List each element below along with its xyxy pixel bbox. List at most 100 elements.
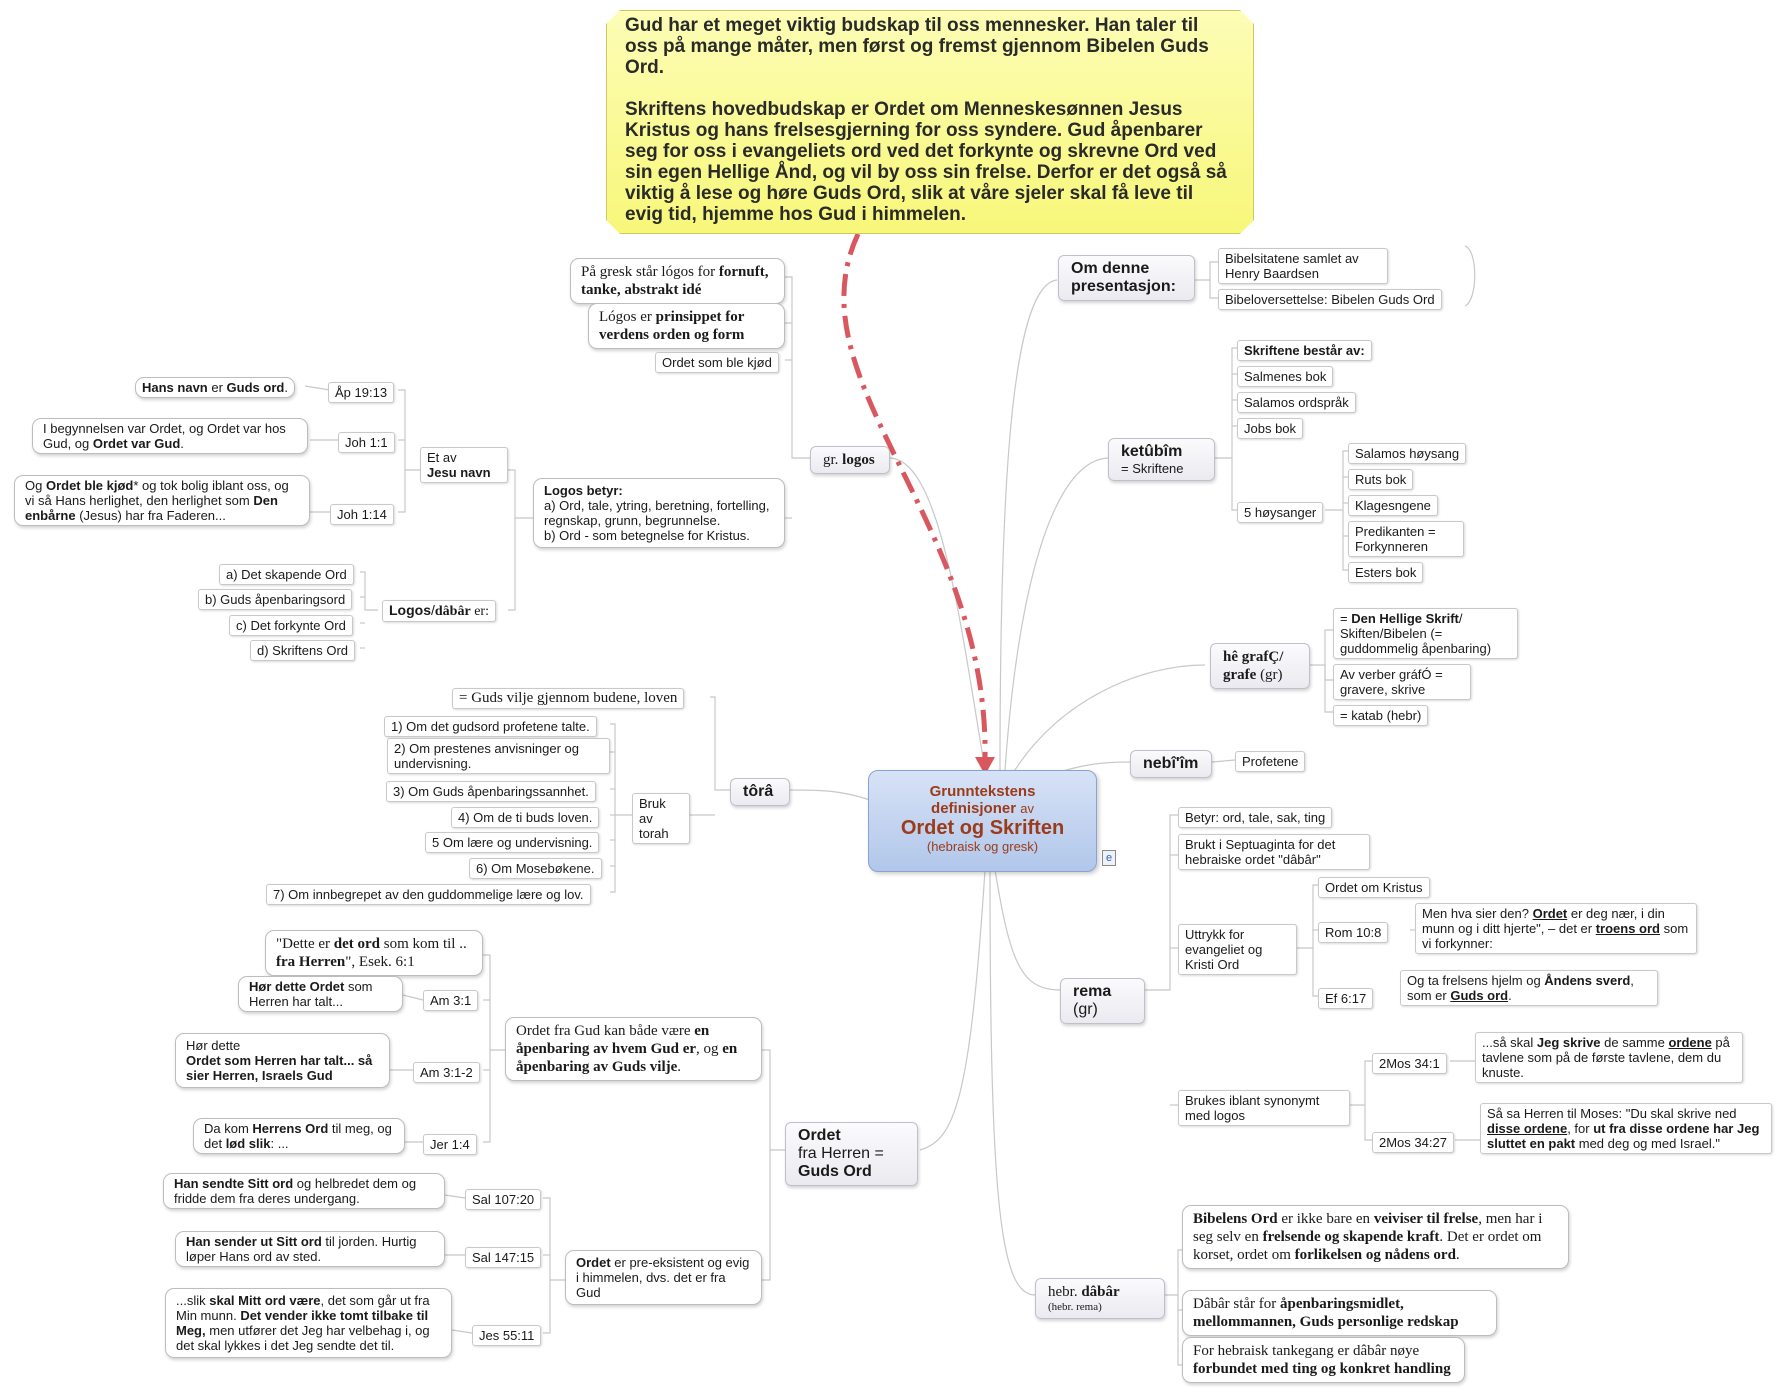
- tora-bruk-item-5[interactable]: 5 Om lære og undervisning.: [425, 832, 600, 853]
- ordet-sal10720-ref[interactable]: Sal 107:20: [465, 1189, 542, 1210]
- ordet-jer-text[interactable]: Da kom Herrens Ord til meg, og det lød s…: [193, 1118, 405, 1154]
- rema-ef-text[interactable]: Og ta frelsens hjelm og Åndens sverd, so…: [1400, 970, 1658, 1006]
- grafe-item-3[interactable]: = katab (hebr): [1333, 705, 1429, 726]
- dabar-subtitle: (hebr. rema): [1048, 1301, 1102, 1313]
- topic-logos[interactable]: gr. logos: [810, 446, 890, 474]
- ordet-am31-text[interactable]: Hør dette Ordet som Herren har talt...: [238, 976, 403, 1012]
- tora-bruk-item-1[interactable]: 1) Om det gudsord profetene talte.: [384, 716, 597, 737]
- om-item-2[interactable]: Bibeloversettelse: Bibelen Guds Ord: [1218, 289, 1442, 310]
- topic-grafe[interactable]: hê grafÇ/ grafe (gr): [1210, 643, 1310, 689]
- logos-ap-ref[interactable]: Åp 19:13: [328, 382, 395, 403]
- hoysang-item-1[interactable]: Salamos høysang: [1348, 443, 1467, 464]
- ordet-am312-ref[interactable]: Am 3:1-2: [413, 1062, 480, 1083]
- hoysang-item-5[interactable]: Esters bok: [1348, 562, 1424, 583]
- grafe-item-2[interactable]: Av verber gráfÓ = gravere, skrive: [1333, 664, 1471, 700]
- topic-dabar[interactable]: hebr. dâbâr (hebr. rema): [1035, 1278, 1165, 1319]
- ketubim-hoysanger[interactable]: 5 høysanger: [1237, 502, 1324, 523]
- ketubim-item-2[interactable]: Salmenes bok: [1237, 366, 1334, 387]
- center-line-2b: av: [1020, 801, 1034, 816]
- tora-bruk-item-2[interactable]: 2) Om prestenes anvisninger og undervisn…: [387, 738, 610, 774]
- rema-ef-ref[interactable]: Ef 6:17: [1318, 988, 1374, 1009]
- tora-item-1[interactable]: = Guds vilje gjennom budene, loven: [452, 688, 685, 709]
- topic-nebiim[interactable]: nebî'îm: [1130, 750, 1212, 778]
- dabar-item-2[interactable]: Dâbâr står for åpenbaringsmidlet, mellom…: [1182, 1290, 1497, 1336]
- grafe-item-1[interactable]: = Den Hellige Skrift/ Skiften/Bibelen (=…: [1333, 608, 1518, 659]
- topic-ketubim[interactable]: ketûbîm = Skriftene: [1108, 438, 1215, 481]
- ordet-jes-ref[interactable]: Jes 55:11: [472, 1325, 542, 1346]
- central-topic[interactable]: Grunntekstens definisjoner av Ordet og S…: [868, 770, 1097, 872]
- rom-e: som vi forkynner:: [1422, 921, 1689, 951]
- rema-item-2[interactable]: Brukt i Septuaginta for det hebraiske or…: [1178, 834, 1370, 870]
- rema-synonym[interactable]: Brukes iblant synonymt med logos: [1178, 1090, 1350, 1126]
- topic-tora[interactable]: tôrâ: [730, 778, 790, 806]
- rema-uttrykk[interactable]: Uttrykk for evangeliet og Kristi Ord: [1178, 924, 1297, 975]
- logos-dabar-item-3[interactable]: c) Det forkynte Ord: [229, 615, 353, 636]
- rema-title: rema: [1073, 983, 1112, 1000]
- rema-2mos-341-ref[interactable]: 2Mos 34:1: [1372, 1053, 1447, 1074]
- nebiim-item[interactable]: Profetene: [1235, 751, 1306, 772]
- mos341-b: Jeg skrive: [1536, 1035, 1601, 1050]
- hoysang-item-2[interactable]: Ruts bok: [1348, 469, 1414, 490]
- ketubim-item-1[interactable]: Skriftene består av:: [1237, 340, 1372, 361]
- note-icon[interactable]: e: [1102, 850, 1116, 866]
- logos-item-1[interactable]: På gresk står lógos for fornuft, tanke, …: [570, 258, 785, 304]
- hoysang-item-3[interactable]: Klagesngene: [1348, 495, 1438, 516]
- ordet-jer-ref[interactable]: Jer 1:4: [423, 1134, 477, 1155]
- tora-bruk-item-6[interactable]: 6) Om Mosebøkene.: [469, 858, 602, 879]
- logos-item-2[interactable]: Lógos er prinsippet for verdens orden og…: [588, 303, 785, 349]
- dabar-item-1[interactable]: Bibelens Ord er ikke bare en veiviser ti…: [1182, 1205, 1569, 1269]
- center-line-1: Grunntekstens: [929, 783, 1036, 800]
- dabar1-b: er ikke bare en: [1277, 1211, 1374, 1227]
- logos-joh114-text[interactable]: Og Ordet ble kjød* og tok bolig iblant o…: [14, 475, 310, 526]
- rema-2mos-3427-text[interactable]: Så sa Herren til Moses: "Du skal skrive …: [1480, 1103, 1772, 1154]
- logos-joh11-ref[interactable]: Joh 1:1: [338, 432, 395, 453]
- rema-2mos-3427-ref[interactable]: 2Mos 34:27: [1372, 1132, 1454, 1153]
- ordet-sal14715-text[interactable]: Han sender ut Sitt ord til jorden. Hurti…: [175, 1231, 445, 1267]
- logos-item-3[interactable]: Ordet som ble kjød: [655, 352, 779, 373]
- rema-item-1[interactable]: Betyr: ord, tale, sak, ting: [1178, 807, 1333, 828]
- ordet-esek[interactable]: "Dette er det ord som kom til .. fra Her…: [265, 930, 483, 976]
- ordet-jes-text[interactable]: ...slik skal Mitt ord være, det som går …: [165, 1288, 452, 1358]
- rema-2mos-341-text[interactable]: ...så skal Jeg skrive de samme ordene på…: [1475, 1032, 1743, 1083]
- logos-betyr[interactable]: Logos betyr:a) Ord, tale, ytring, beretn…: [533, 478, 785, 548]
- dabar1-g: forlikelsen og nådens ord: [1294, 1247, 1456, 1263]
- ketubim-item-4[interactable]: Jobs bok: [1237, 418, 1304, 439]
- logos-dabar-er[interactable]: Logos/dâbâr er:: [382, 600, 496, 622]
- logos-dabar-item-4[interactable]: d) Skriftens Ord: [250, 640, 356, 661]
- ef-a: Og ta frelsens hjelm og: [1407, 973, 1545, 988]
- betyr-a: Logos betyr:: [544, 483, 623, 498]
- rema-rom-ref[interactable]: Rom 10:8: [1318, 922, 1389, 943]
- topic-om-denne[interactable]: Om denne presentasjon:: [1058, 255, 1195, 301]
- logos-joh114-ref[interactable]: Joh 1:14: [330, 504, 394, 525]
- tora-bruk-item-7[interactable]: 7) Om innbegrepet av den guddommelige læ…: [266, 884, 591, 905]
- dabar3-a: For hebraisk tankegang er dâbâr nøye: [1193, 1343, 1420, 1359]
- tora-bruk-item-4[interactable]: 4) Om de ti buds loven.: [451, 807, 600, 828]
- tora-bruk[interactable]: Bruk av torah: [632, 793, 690, 844]
- logos-dabar-item-2[interactable]: b) Guds åpenbaringsord: [198, 589, 353, 610]
- ef-c: , som er: [1407, 973, 1634, 1003]
- logos2-b: prinsippet for verdens orden og form: [599, 309, 745, 343]
- dabar3-b: forbundet med ting og konkret handling: [1193, 1361, 1451, 1377]
- topic-rema[interactable]: rema (gr): [1060, 978, 1145, 1024]
- logos-title-a: gr.: [823, 452, 843, 468]
- pre-b: er pre-eksistent og evig i himmelen, dvs…: [576, 1255, 750, 1300]
- logos-dabar-item-1[interactable]: a) Det skapende Ord: [219, 564, 354, 585]
- rema-rom-text[interactable]: Men hva sier den? Ordet er deg nær, i di…: [1415, 903, 1697, 954]
- ketubim-item-3[interactable]: Salamos ordspråk: [1237, 392, 1356, 413]
- ordet-pre[interactable]: Ordet er pre-eksistent og evig i himmele…: [565, 1250, 762, 1305]
- ordet-sal10720-text[interactable]: Han sendte Sitt ord og helbredet dem og …: [163, 1173, 445, 1209]
- tora-bruk-item-3[interactable]: 3) Om Guds åpenbaringssannhet.: [386, 781, 596, 802]
- dabar-item-3[interactable]: For hebraisk tankegang er dâbâr nøye for…: [1182, 1337, 1465, 1383]
- kan-c: , og: [696, 1041, 723, 1057]
- ordet-sal14715-ref[interactable]: Sal 147:15: [465, 1247, 542, 1268]
- om-item-1[interactable]: Bibelsitatene samlet av Henry Baardsen: [1218, 248, 1388, 284]
- ordet-am31-ref[interactable]: Am 3:1: [423, 990, 479, 1011]
- ordet-kan[interactable]: Ordet fra Gud kan både være en åpenbarin…: [505, 1017, 762, 1081]
- rema-ordet-om-kristus[interactable]: Ordet om Kristus: [1318, 877, 1430, 898]
- logos-ap-text[interactable]: Hans navn er Guds ord.: [135, 377, 295, 398]
- hoysang-item-4[interactable]: Predikanten = Forkynneren: [1348, 521, 1464, 557]
- logos-joh11-text[interactable]: I begynnelsen var Ordet, og Ordet var ho…: [32, 418, 308, 454]
